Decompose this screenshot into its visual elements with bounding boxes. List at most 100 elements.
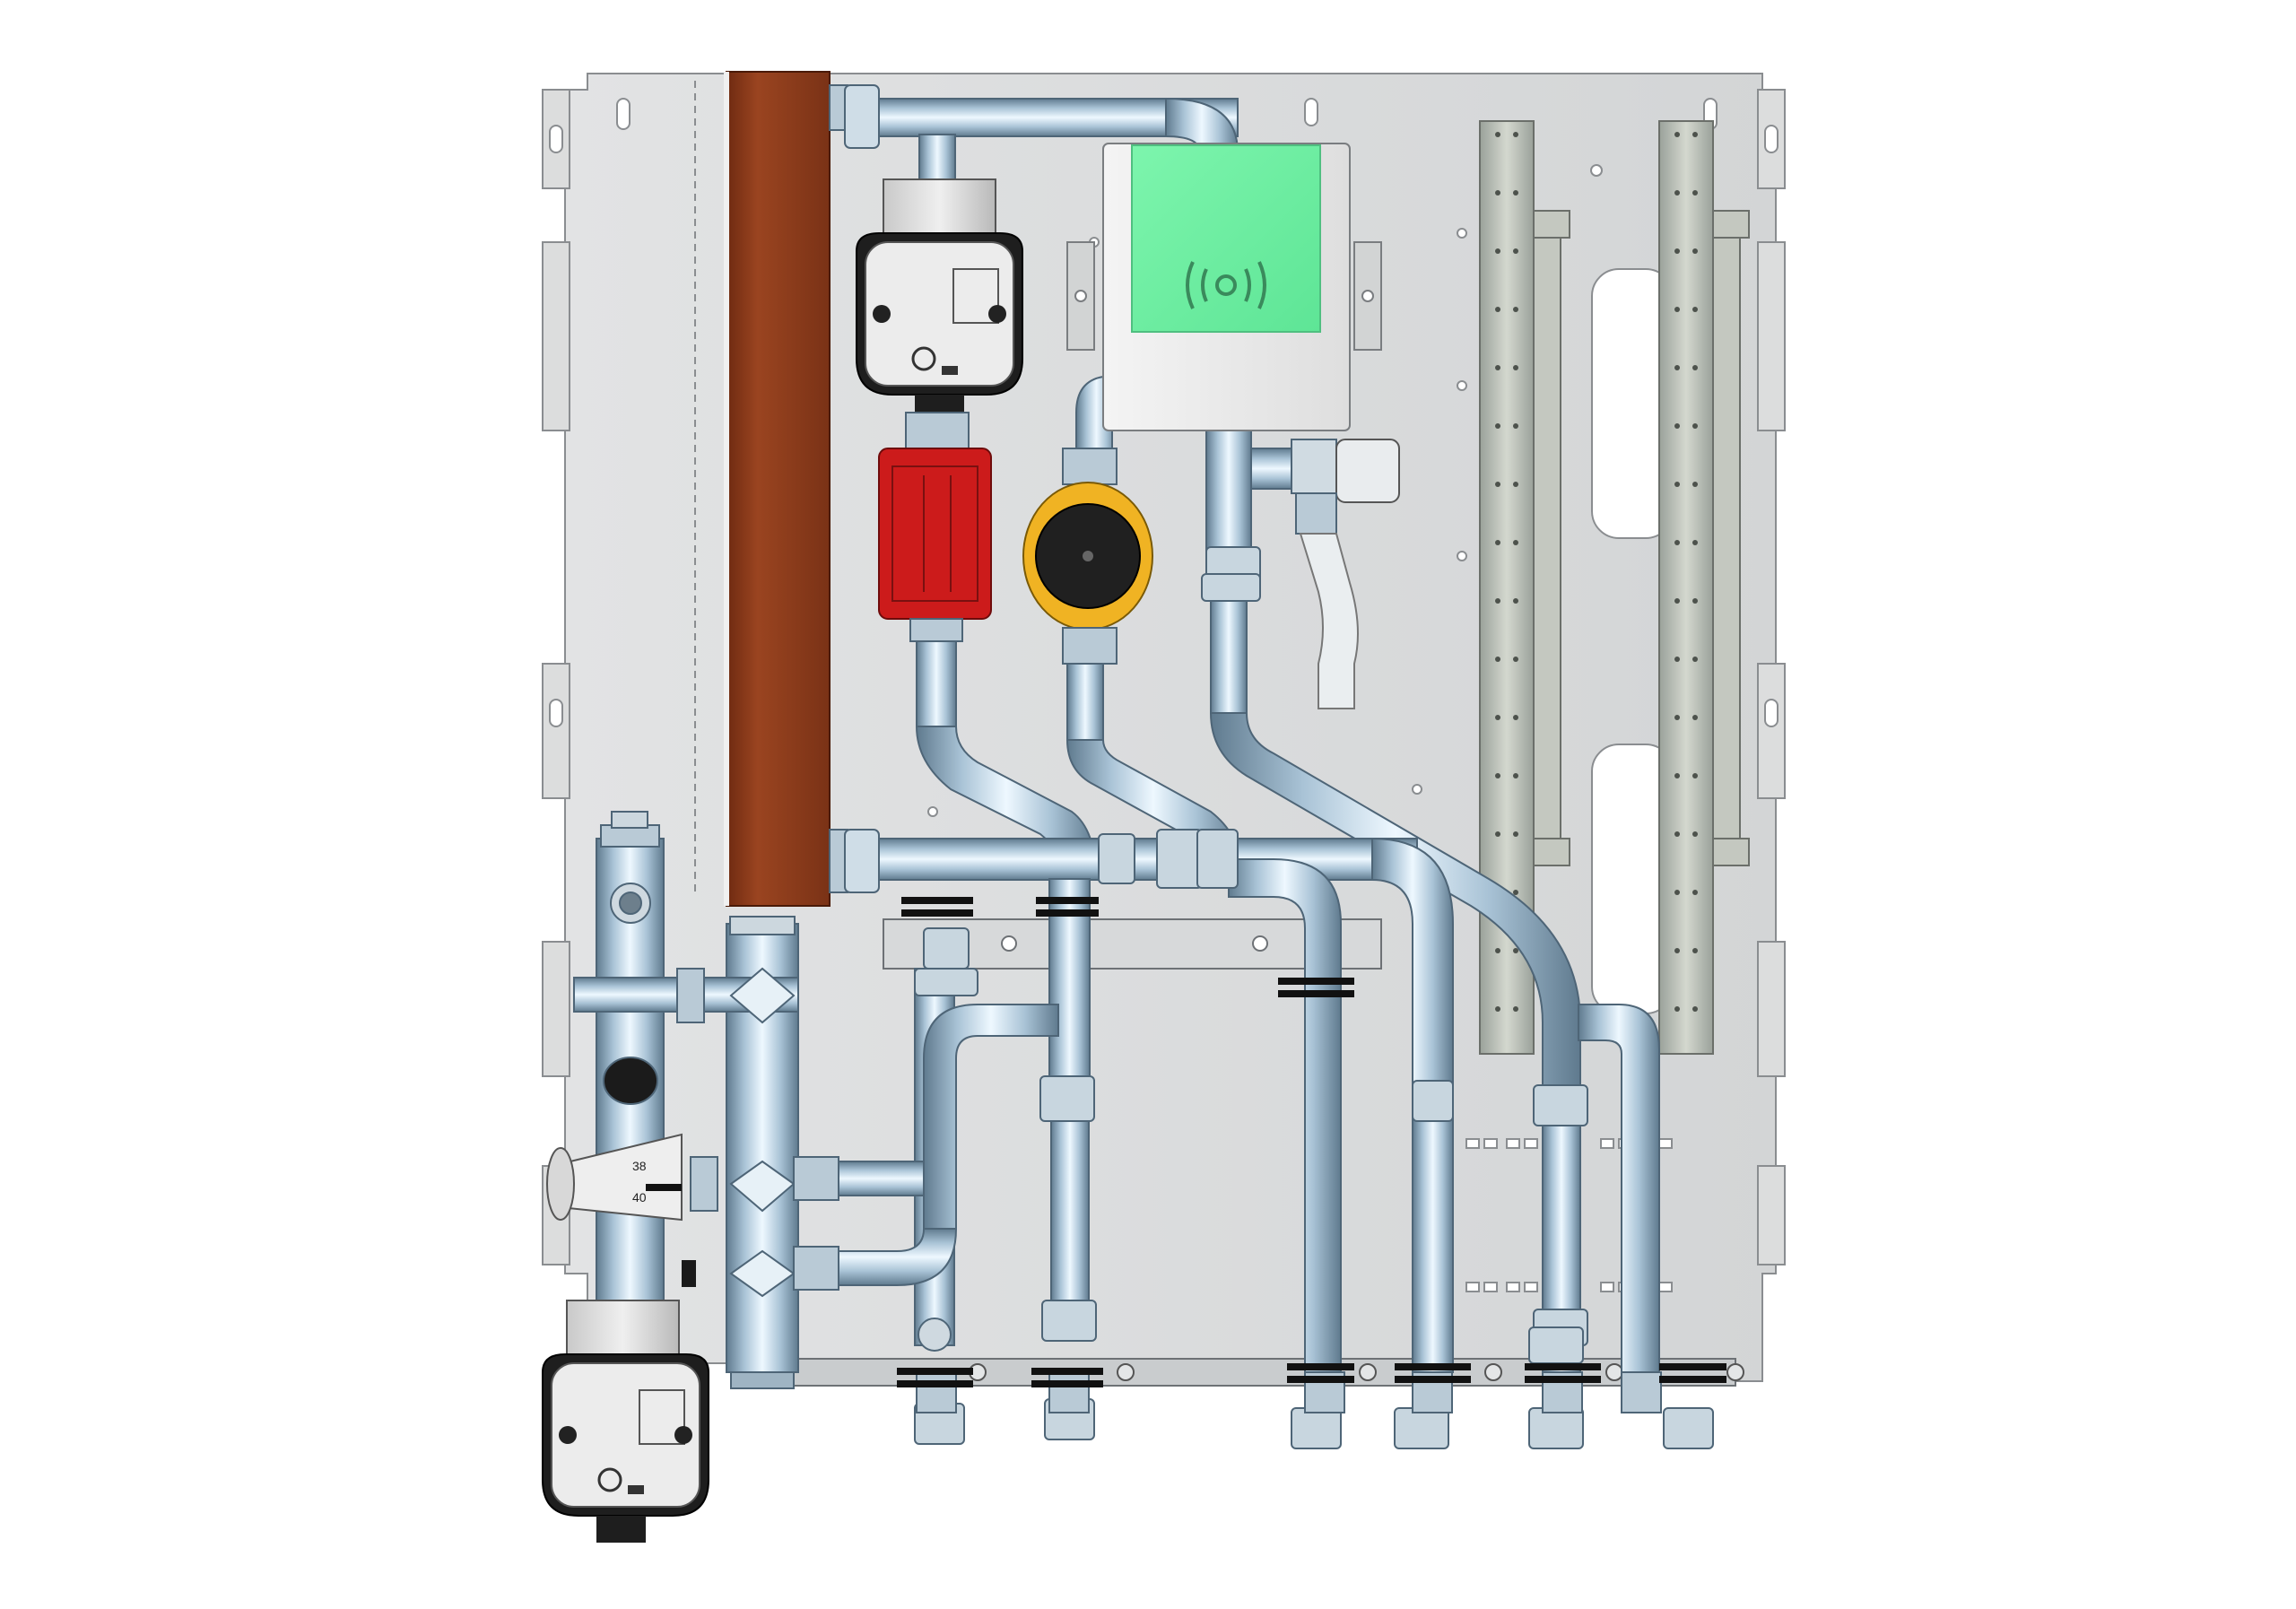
wireless-signal-icon	[1186, 261, 1266, 309]
screw-head	[1359, 1363, 1377, 1381]
rail-hole	[1495, 248, 1500, 254]
rail-hole	[1674, 657, 1680, 662]
pipe-nut	[1156, 829, 1203, 889]
rail-hole	[1495, 1006, 1500, 1012]
pipe-stub	[1048, 1371, 1090, 1413]
pipe-nut	[1196, 829, 1239, 889]
clamp-ring	[1278, 990, 1354, 997]
rail-hole	[1692, 598, 1698, 604]
rail-hole	[1513, 248, 1518, 254]
pipe-nut	[1201, 573, 1261, 602]
rail-hole	[1674, 132, 1680, 137]
pipe-nut	[1394, 1407, 1449, 1449]
pipe-nut	[1291, 1407, 1342, 1449]
rail-hole	[1674, 715, 1680, 720]
clamp-ring	[1036, 897, 1099, 904]
rail-hole	[1692, 482, 1698, 487]
rail-hole	[1513, 598, 1518, 604]
clamp-ring	[901, 897, 973, 904]
clamp-ring	[1659, 1376, 1726, 1383]
rail-hole	[1674, 365, 1680, 370]
clamp-ring	[1036, 909, 1099, 917]
controller-box	[1066, 143, 1382, 431]
rail-hole	[1692, 948, 1698, 953]
rail-hole	[1495, 307, 1500, 312]
rail-hole	[1513, 715, 1518, 720]
rail-hole	[1692, 773, 1698, 778]
thermostatic-head: 38 40	[546, 1133, 683, 1222]
pipe-nut	[1041, 1300, 1097, 1342]
pipe-nut	[1412, 1080, 1454, 1122]
rail-hole	[1495, 773, 1500, 778]
thermostatic-valve-top	[1250, 439, 1400, 709]
clamp-ring	[1287, 1376, 1354, 1383]
rail-hole	[1674, 773, 1680, 778]
mounting-rails	[1465, 120, 1750, 1292]
pipe-nut	[1528, 1326, 1584, 1364]
rail-hole	[1674, 248, 1680, 254]
screw-head	[1605, 1363, 1623, 1381]
pipe-clamps	[897, 897, 1726, 1387]
rail-hole	[1513, 190, 1518, 196]
rail-hole	[1692, 365, 1698, 370]
rail-hole	[1513, 657, 1518, 662]
rail-hole	[1674, 482, 1680, 487]
rail-hole	[1674, 307, 1680, 312]
rail-hole	[1513, 831, 1518, 837]
rail-hole	[1495, 482, 1500, 487]
screw-head	[1484, 1363, 1502, 1381]
rail-hole	[1513, 307, 1518, 312]
rail-hole	[1495, 190, 1500, 196]
rail-hole	[1692, 890, 1698, 895]
rail-hole	[1674, 948, 1680, 953]
rail-hole	[1513, 482, 1518, 487]
rail-hole	[1674, 190, 1680, 196]
rail-hole	[1674, 831, 1680, 837]
screw-head	[1117, 1363, 1135, 1381]
rail-hole	[1513, 1006, 1518, 1012]
rail-hole	[1674, 890, 1680, 895]
rail-hole	[1674, 540, 1680, 545]
circulation-pump-bottom	[542, 1300, 709, 1543]
rail-hole	[1513, 423, 1518, 429]
rail-hole	[1674, 598, 1680, 604]
clamp-ring	[1395, 1376, 1471, 1383]
rail-hole	[1692, 831, 1698, 837]
clamp-ring	[1031, 1368, 1103, 1375]
rail-hole	[1495, 657, 1500, 662]
rail-hole	[1513, 948, 1518, 953]
rail-hole	[1692, 132, 1698, 137]
clamp-ring	[1278, 978, 1354, 985]
mixing-valve-red	[878, 412, 992, 642]
rail-hole	[1692, 190, 1698, 196]
rail-hole	[1692, 307, 1698, 312]
pipe-nut	[1533, 1084, 1588, 1126]
screw-head	[1726, 1363, 1744, 1381]
pipe-nut	[1039, 1075, 1095, 1122]
rail-hole	[1692, 248, 1698, 254]
pipe-nut	[1098, 833, 1135, 884]
rail-hole	[1495, 715, 1500, 720]
rail-hole	[1495, 598, 1500, 604]
rail-hole	[1674, 423, 1680, 429]
rail-hole	[1513, 365, 1518, 370]
pipe-nut	[1528, 1407, 1584, 1449]
pipe-stub	[916, 1371, 957, 1413]
pipe-fittings	[914, 546, 1714, 1449]
rail-hole	[1495, 132, 1500, 137]
clamp-ring	[1525, 1363, 1601, 1370]
rail-hole	[1495, 831, 1500, 837]
circulation-pump-top	[856, 178, 1023, 426]
pipe-nut	[1663, 1407, 1714, 1449]
pipe-stub	[1621, 1371, 1662, 1413]
rail-hole	[1513, 540, 1518, 545]
rail-hole	[1692, 1006, 1698, 1012]
pipe-nut	[923, 927, 970, 970]
rail-hole	[1513, 773, 1518, 778]
rail-hole	[1495, 365, 1500, 370]
rail-hole	[1495, 948, 1500, 953]
clamp-ring	[1395, 1363, 1471, 1370]
rail-hole	[1692, 715, 1698, 720]
plate-heat-exchanger	[724, 71, 880, 907]
